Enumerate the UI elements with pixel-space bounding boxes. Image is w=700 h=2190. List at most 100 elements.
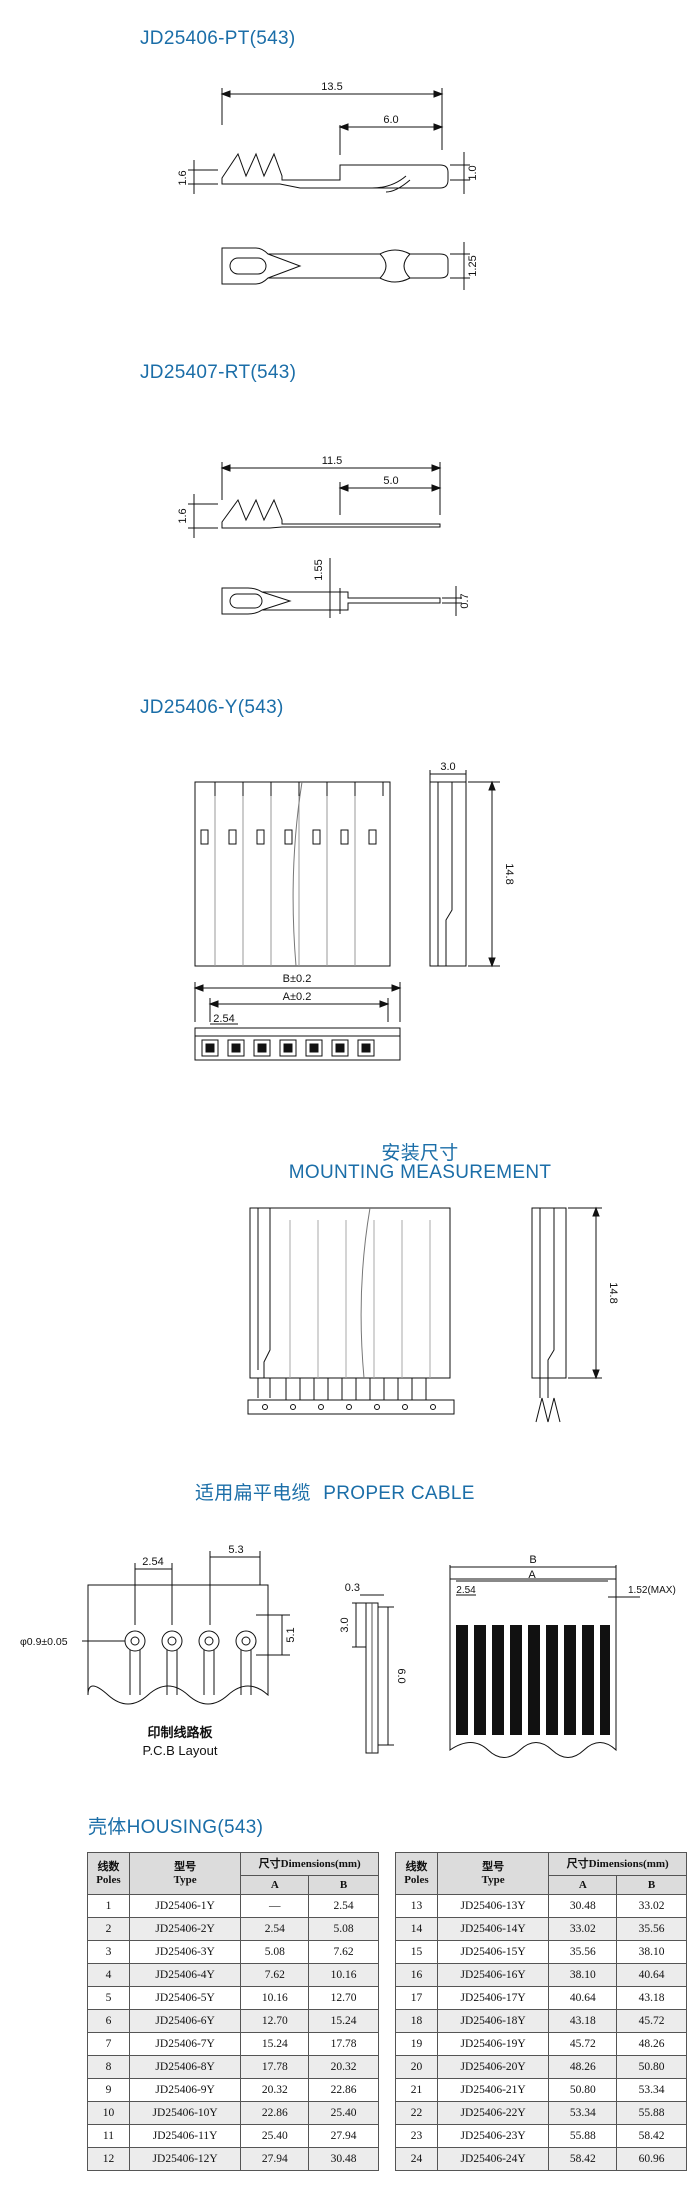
cell-a: 35.56 xyxy=(548,1940,618,1964)
drawing-housing: 3.0 14.8 B±0.2 A±0.2 2.54 xyxy=(193,761,515,1061)
cell-type: JD25406-2Y xyxy=(128,1917,242,1941)
dim-h-mid: 1.55 xyxy=(313,559,325,580)
cell-b: 27.94 xyxy=(308,2124,379,2148)
section-title-mounting-cn: 安装尺寸 xyxy=(381,1143,459,1164)
cell-a: 20.32 xyxy=(240,2078,310,2102)
cable-b: B xyxy=(529,1554,536,1566)
cell-a: 5.08 xyxy=(240,1940,310,1964)
cell-poles: 24 xyxy=(395,2147,438,2171)
cell-a: 58.42 xyxy=(548,2147,618,2171)
drawing-mounting: 14.8 xyxy=(247,1206,619,1423)
header-b: B xyxy=(308,1875,379,1895)
header-a: A xyxy=(548,1875,618,1895)
cell-a: — xyxy=(240,1894,310,1918)
dim-h-left: 1.6 xyxy=(177,170,189,185)
cell-a: 2.54 xyxy=(240,1917,310,1941)
cell-type: JD25406-11Y xyxy=(128,2124,242,2148)
drawing-rt-terminal: 11.5 5.0 1.6 1.55 0.7 xyxy=(177,455,471,618)
cell-b: 12.70 xyxy=(308,1986,379,2010)
cell-a: 43.18 xyxy=(548,2009,618,2033)
dim-a: A±0.2 xyxy=(283,991,312,1003)
cell-a: 48.26 xyxy=(548,2055,618,2079)
section-title-housing: 壳体HOUSING(543) xyxy=(88,1817,264,1838)
pcb-pitch: 2.54 xyxy=(142,1556,163,1568)
cell-b: 2.54 xyxy=(308,1894,379,1918)
header-a: A xyxy=(240,1875,310,1895)
pcb-height: 5.1 xyxy=(285,1627,297,1642)
dim-height: 14.8 xyxy=(503,863,515,884)
cell-poles: 3 xyxy=(87,1940,130,1964)
dim-h-right: 1.0 xyxy=(467,165,479,180)
cell-a: 22.86 xyxy=(240,2101,310,2125)
cell-type: JD25406-20Y xyxy=(436,2055,550,2079)
cell-b: 17.78 xyxy=(308,2032,379,2056)
dim-width: 3.0 xyxy=(440,761,455,773)
cell-b: 7.62 xyxy=(308,1940,379,1964)
header-b: B xyxy=(616,1875,687,1895)
cell-poles: 15 xyxy=(395,1940,438,1964)
cell-poles: 6 xyxy=(87,2009,130,2033)
dim-b: B±0.2 xyxy=(283,973,312,985)
cell-poles: 7 xyxy=(87,2032,130,2056)
cell-b: 40.64 xyxy=(616,1963,687,1987)
cell-a: 53.34 xyxy=(548,2101,618,2125)
section-title-cable: 适用扁平电缆 PROPER CABLE xyxy=(195,1478,475,1505)
cell-poles: 23 xyxy=(395,2124,438,2148)
cell-type: JD25406-14Y xyxy=(436,1917,550,1941)
cell-a: 12.70 xyxy=(240,2009,310,2033)
side-thickness: 0.3 xyxy=(345,1582,360,1594)
cell-a: 38.10 xyxy=(548,1963,618,1987)
cell-b: 38.10 xyxy=(616,1940,687,1964)
cell-a: 45.72 xyxy=(548,2032,618,2056)
section-title-pt: JD25406-PT(543) xyxy=(140,28,296,49)
cell-a: 17.78 xyxy=(240,2055,310,2079)
cell-a: 10.16 xyxy=(240,1986,310,2010)
cell-poles: 14 xyxy=(395,1917,438,1941)
dim-h-right: 0.7 xyxy=(459,593,471,608)
cell-type: JD25406-12Y xyxy=(128,2147,242,2171)
header-dimensions: 尺寸Dimensions(mm) xyxy=(548,1852,687,1876)
cell-type: JD25406-15Y xyxy=(436,1940,550,1964)
side-h2: 6.0 xyxy=(395,1668,407,1683)
cable-pitch: 2.54 xyxy=(456,1585,476,1596)
cell-b: 5.08 xyxy=(308,1917,379,1941)
dim-sub: 5.0 xyxy=(383,475,398,487)
cell-b: 20.32 xyxy=(308,2055,379,2079)
cell-type: JD25406-3Y xyxy=(128,1940,242,1964)
cell-poles: 8 xyxy=(87,2055,130,2079)
cell-a: 40.64 xyxy=(548,1986,618,2010)
header-dimensions: 尺寸Dimensions(mm) xyxy=(240,1852,379,1876)
cell-poles: 22 xyxy=(395,2101,438,2125)
cell-type: JD25406-23Y xyxy=(436,2124,550,2148)
cell-poles: 18 xyxy=(395,2009,438,2033)
cell-type: JD25406-13Y xyxy=(436,1894,550,1918)
cell-a: 15.24 xyxy=(240,2032,310,2056)
dim-sub: 6.0 xyxy=(383,114,398,126)
cell-b: 53.34 xyxy=(616,2078,687,2102)
cell-type: JD25406-24Y xyxy=(436,2147,550,2171)
cell-b: 48.26 xyxy=(616,2032,687,2056)
cell-b: 15.24 xyxy=(308,2009,379,2033)
cell-type: JD25406-18Y xyxy=(436,2009,550,2033)
dim-length: 13.5 xyxy=(321,81,342,93)
cell-a: 50.80 xyxy=(548,2078,618,2102)
cell-type: JD25406-9Y xyxy=(128,2078,242,2102)
dim-height: 14.8 xyxy=(607,1282,619,1303)
cable-max: 1.52(MAX) xyxy=(628,1585,676,1596)
cell-poles: 4 xyxy=(87,1963,130,1987)
dim-length: 11.5 xyxy=(322,455,343,467)
